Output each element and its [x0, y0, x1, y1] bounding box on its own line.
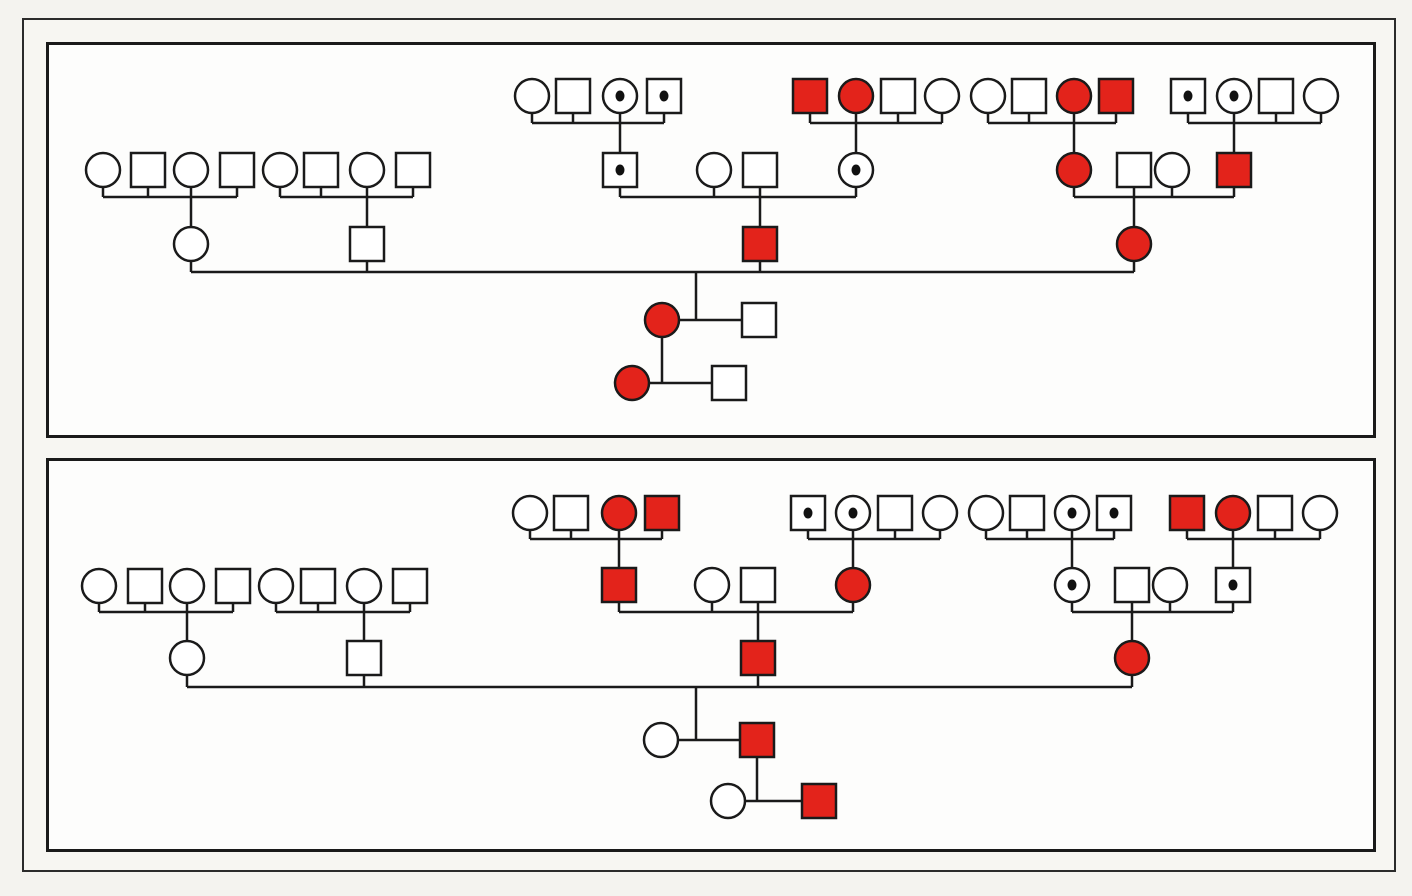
unaffected-female-circle — [967, 494, 1005, 532]
unaffected-female-circle — [695, 151, 733, 189]
unaffected-male-square — [741, 151, 779, 189]
affected-female-circle — [643, 301, 681, 339]
carrier-dot — [1109, 507, 1119, 519]
carrier-dot — [851, 164, 861, 176]
affected-female-circle — [613, 364, 651, 402]
unaffected-female-circle — [921, 494, 959, 532]
pedigree-panel-bottom — [46, 458, 1376, 852]
carrier-dot — [659, 90, 669, 102]
unaffected-male-square — [299, 567, 337, 605]
affected-female-circle — [1214, 494, 1252, 532]
unaffected-female-circle — [261, 151, 299, 189]
unaffected-female-circle — [642, 721, 680, 759]
carrier-dot — [1229, 90, 1239, 102]
unaffected-male-square — [739, 566, 777, 604]
unaffected-male-square — [1113, 566, 1151, 604]
unaffected-female-circle — [923, 77, 961, 115]
affected-female-circle — [1113, 639, 1151, 677]
unaffected-female-circle — [168, 567, 206, 605]
carrier-dot — [1067, 507, 1077, 519]
affected-female-circle — [1055, 151, 1093, 189]
unaffected-female-circle — [513, 77, 551, 115]
unaffected-female-circle — [1301, 494, 1339, 532]
unaffected-male-square — [214, 567, 252, 605]
affected-male-square — [738, 721, 776, 759]
carrier-dot — [1183, 90, 1193, 102]
unaffected-male-square — [302, 151, 340, 189]
unaffected-female-circle — [168, 639, 206, 677]
affected-male-square — [800, 782, 838, 820]
pedigree-top — [84, 77, 1340, 402]
unaffected-male-square — [552, 494, 590, 532]
carrier-dot — [1228, 579, 1238, 591]
affected-male-square — [739, 639, 777, 677]
unaffected-male-square — [1257, 77, 1295, 115]
unaffected-male-square — [129, 151, 167, 189]
affected-male-square — [1097, 77, 1135, 115]
unaffected-male-square — [348, 225, 386, 263]
unaffected-male-square — [876, 494, 914, 532]
unaffected-male-square — [1115, 151, 1153, 189]
unaffected-male-square — [1008, 494, 1046, 532]
unaffected-female-circle — [1302, 77, 1340, 115]
affected-male-square — [643, 494, 681, 532]
unaffected-female-circle — [345, 567, 383, 605]
unaffected-male-square — [391, 567, 429, 605]
affected-female-circle — [1055, 77, 1093, 115]
affected-female-circle — [837, 77, 875, 115]
unaffected-female-circle — [80, 567, 118, 605]
unaffected-male-square — [740, 301, 778, 339]
unaffected-female-circle — [709, 782, 747, 820]
unaffected-male-square — [394, 151, 432, 189]
carrier-dot — [848, 507, 858, 519]
unaffected-female-circle — [84, 151, 122, 189]
unaffected-female-circle — [1153, 151, 1191, 189]
unaffected-male-square — [126, 567, 164, 605]
unaffected-female-circle — [1151, 566, 1189, 604]
carrier-dot — [803, 507, 813, 519]
carrier-dot — [615, 90, 625, 102]
unaffected-female-circle — [969, 77, 1007, 115]
unaffected-female-circle — [257, 567, 295, 605]
affected-male-square — [741, 225, 779, 263]
unaffected-female-circle — [348, 151, 386, 189]
unaffected-female-circle — [172, 151, 210, 189]
unaffected-male-square — [1256, 494, 1294, 532]
affected-male-square — [600, 566, 638, 604]
unaffected-female-circle — [511, 494, 549, 532]
pedigree-bottom — [80, 494, 1339, 820]
unaffected-male-square — [345, 639, 383, 677]
unaffected-female-circle — [693, 566, 731, 604]
unaffected-female-circle — [172, 225, 210, 263]
carrier-dot — [615, 164, 625, 176]
affected-female-circle — [1115, 225, 1153, 263]
unaffected-male-square — [879, 77, 917, 115]
unaffected-male-square — [710, 364, 748, 402]
affected-male-square — [1215, 151, 1253, 189]
unaffected-male-square — [554, 77, 592, 115]
unaffected-male-square — [218, 151, 256, 189]
carrier-dot — [1067, 579, 1077, 591]
affected-female-circle — [834, 566, 872, 604]
affected-male-square — [791, 77, 829, 115]
affected-male-square — [1168, 494, 1206, 532]
unaffected-male-square — [1010, 77, 1048, 115]
affected-female-circle — [600, 494, 638, 532]
